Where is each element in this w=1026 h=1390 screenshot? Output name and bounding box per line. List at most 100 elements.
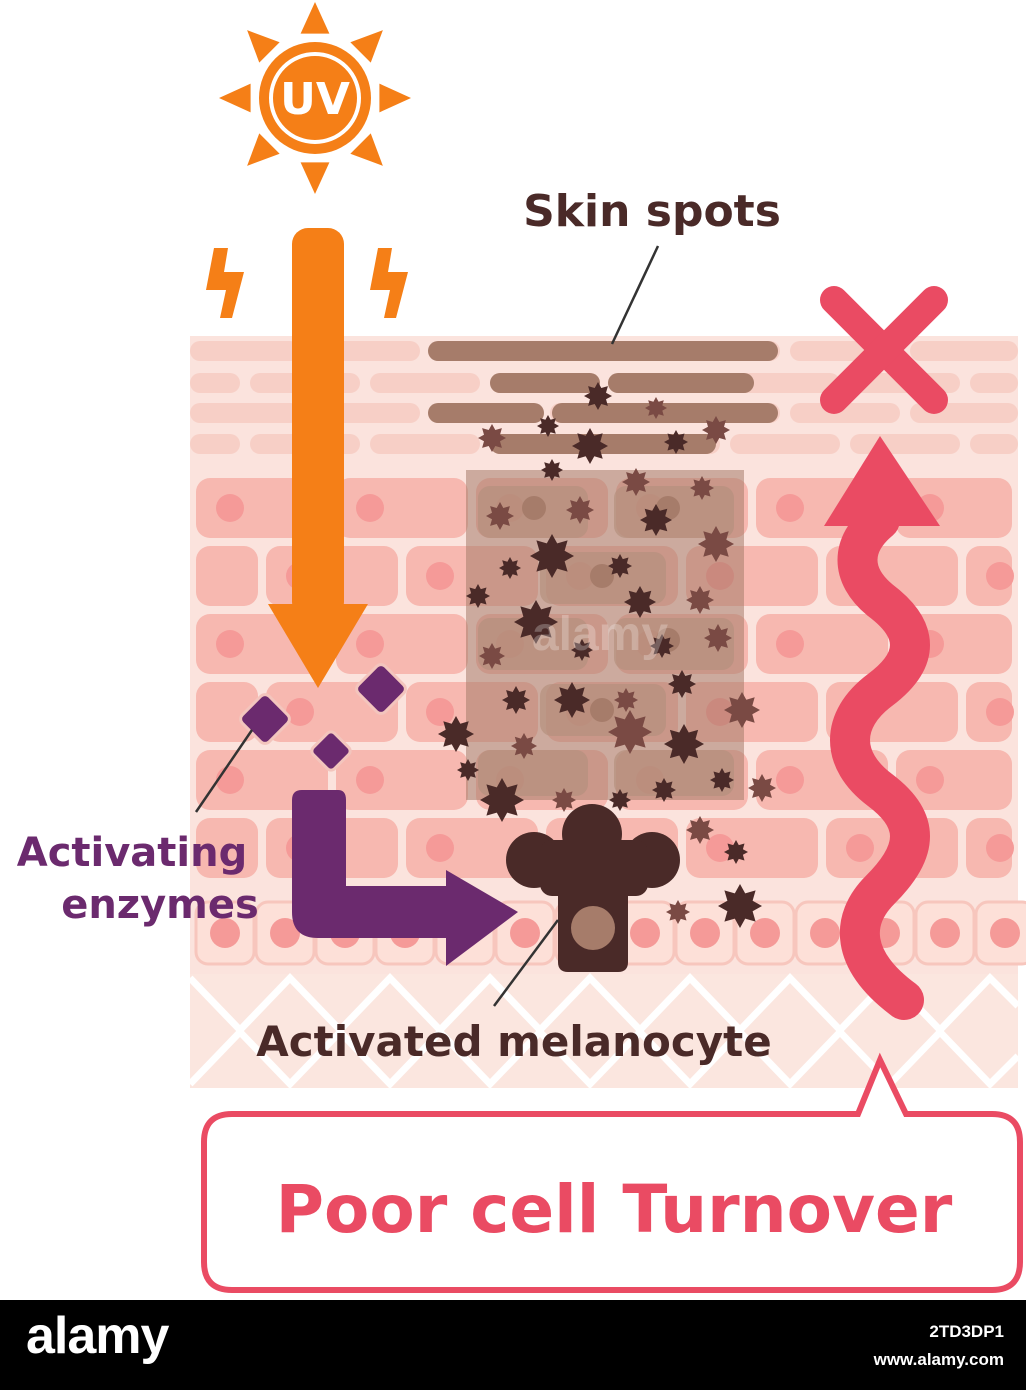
melanin-particle [690, 476, 714, 500]
cell-nucleus [916, 766, 944, 794]
melanin-particle [466, 584, 490, 608]
watermark: alamy [532, 608, 668, 661]
melanin-particle [624, 586, 656, 618]
sun-ray [350, 30, 383, 63]
melanin-particle [552, 788, 576, 812]
melanin-particle [702, 416, 730, 444]
epidermis-cell [756, 614, 888, 674]
basal-nucleus [690, 918, 720, 948]
melanin-particle [686, 816, 714, 844]
melanin-particle [479, 643, 505, 669]
corneum-cell [370, 434, 480, 454]
melanin-particle [541, 459, 563, 481]
sun-ray [350, 133, 383, 166]
cell-nucleus [986, 698, 1014, 726]
cell-nucleus [986, 834, 1014, 862]
corneum-cell [190, 373, 240, 393]
corneum-cell [730, 373, 840, 393]
cell-nucleus [776, 766, 804, 794]
basal-nucleus [930, 918, 960, 948]
cell-nucleus [776, 630, 804, 658]
melanin-particle [537, 415, 559, 437]
epidermis-cell [896, 750, 1012, 810]
sun-ray [379, 83, 411, 113]
melanin-particle [686, 586, 714, 614]
cell-nucleus [216, 494, 244, 522]
melanin-particle [609, 789, 631, 811]
skin-spots-label: Skin spots [523, 186, 781, 237]
melanin-particle [438, 716, 474, 752]
cell-nucleus [286, 698, 314, 726]
melanin-particle [640, 504, 672, 536]
melanin-particle [584, 382, 612, 410]
uv-label: UV [280, 74, 350, 125]
epidermis-cell [336, 750, 468, 810]
cell-nucleus [846, 834, 874, 862]
melanin-particle [502, 686, 530, 714]
cell-nucleus [356, 494, 384, 522]
melanin-particle [530, 534, 574, 578]
melanin-particle [645, 397, 667, 419]
footer-logo: alamy [26, 1307, 169, 1365]
corneum-cell [190, 434, 240, 454]
cell-nucleus [216, 766, 244, 794]
uv-sun-icon: UV [219, 2, 411, 194]
melanin-particle [614, 688, 638, 712]
melanin-particle [572, 428, 608, 464]
melanin-particle [514, 600, 558, 644]
cell-nucleus [426, 834, 454, 862]
melanin-particle [704, 624, 732, 652]
footer-url: www.alamy.com [873, 1350, 1004, 1369]
melanocyte-icon [506, 804, 680, 972]
turnover-arrow [824, 436, 940, 1020]
enzyme-arrow [292, 790, 518, 966]
melanin-particle [668, 670, 696, 698]
melanin-particle [666, 900, 690, 924]
skin-spot-bars [428, 341, 778, 454]
epidermis-cell [196, 818, 258, 878]
melanin-particles [438, 382, 776, 928]
sun-ray [300, 2, 330, 34]
lightning-icon [206, 248, 408, 318]
epidermis-cell [196, 682, 258, 742]
melanin-particle [622, 468, 650, 496]
activating-enzymes-label-line1: Activating [17, 830, 248, 876]
corneum-cell [970, 373, 1018, 393]
sun-ray [219, 83, 251, 113]
sun-ray [247, 30, 280, 63]
melanin-particle [718, 884, 762, 928]
corneum-cell [970, 434, 1018, 454]
basal-nucleus [210, 918, 240, 948]
cell-nucleus [356, 630, 384, 658]
cell-nucleus [986, 562, 1014, 590]
footer-image-id: 2TD3DP1 [929, 1322, 1004, 1341]
melanin-particle [480, 778, 524, 822]
melanin-particle [608, 554, 632, 578]
epidermis-cell [406, 818, 538, 878]
melanin-particle [664, 430, 688, 454]
basal-nucleus [630, 918, 660, 948]
melanin-particle [457, 759, 479, 781]
cell-nucleus [706, 834, 734, 862]
enzyme-particles [239, 663, 407, 772]
cell-nucleus [776, 494, 804, 522]
basal-nucleus [270, 918, 300, 948]
melanin-particle [710, 768, 734, 792]
melanin-particle [698, 526, 734, 562]
melanin-particle [511, 733, 537, 759]
melanin-particle [486, 502, 514, 530]
corneum-cell [910, 341, 1018, 361]
skin-diagram: UV Skin spots Ac [17, 2, 1026, 1293]
skin-spots-leader-line [610, 245, 660, 345]
close-icon [820, 286, 948, 414]
melanin-particle [724, 840, 748, 864]
epidermis-cell [336, 614, 468, 674]
enzyme-leader-line [194, 729, 254, 813]
basal-nucleus [510, 918, 540, 948]
melanin-particle [554, 682, 590, 718]
sun-ray [300, 162, 330, 194]
melanin-particle [724, 692, 760, 728]
epidermis-cell [196, 546, 258, 606]
melanocyte-leader-line [492, 919, 560, 1007]
corneum-cell [730, 434, 840, 454]
